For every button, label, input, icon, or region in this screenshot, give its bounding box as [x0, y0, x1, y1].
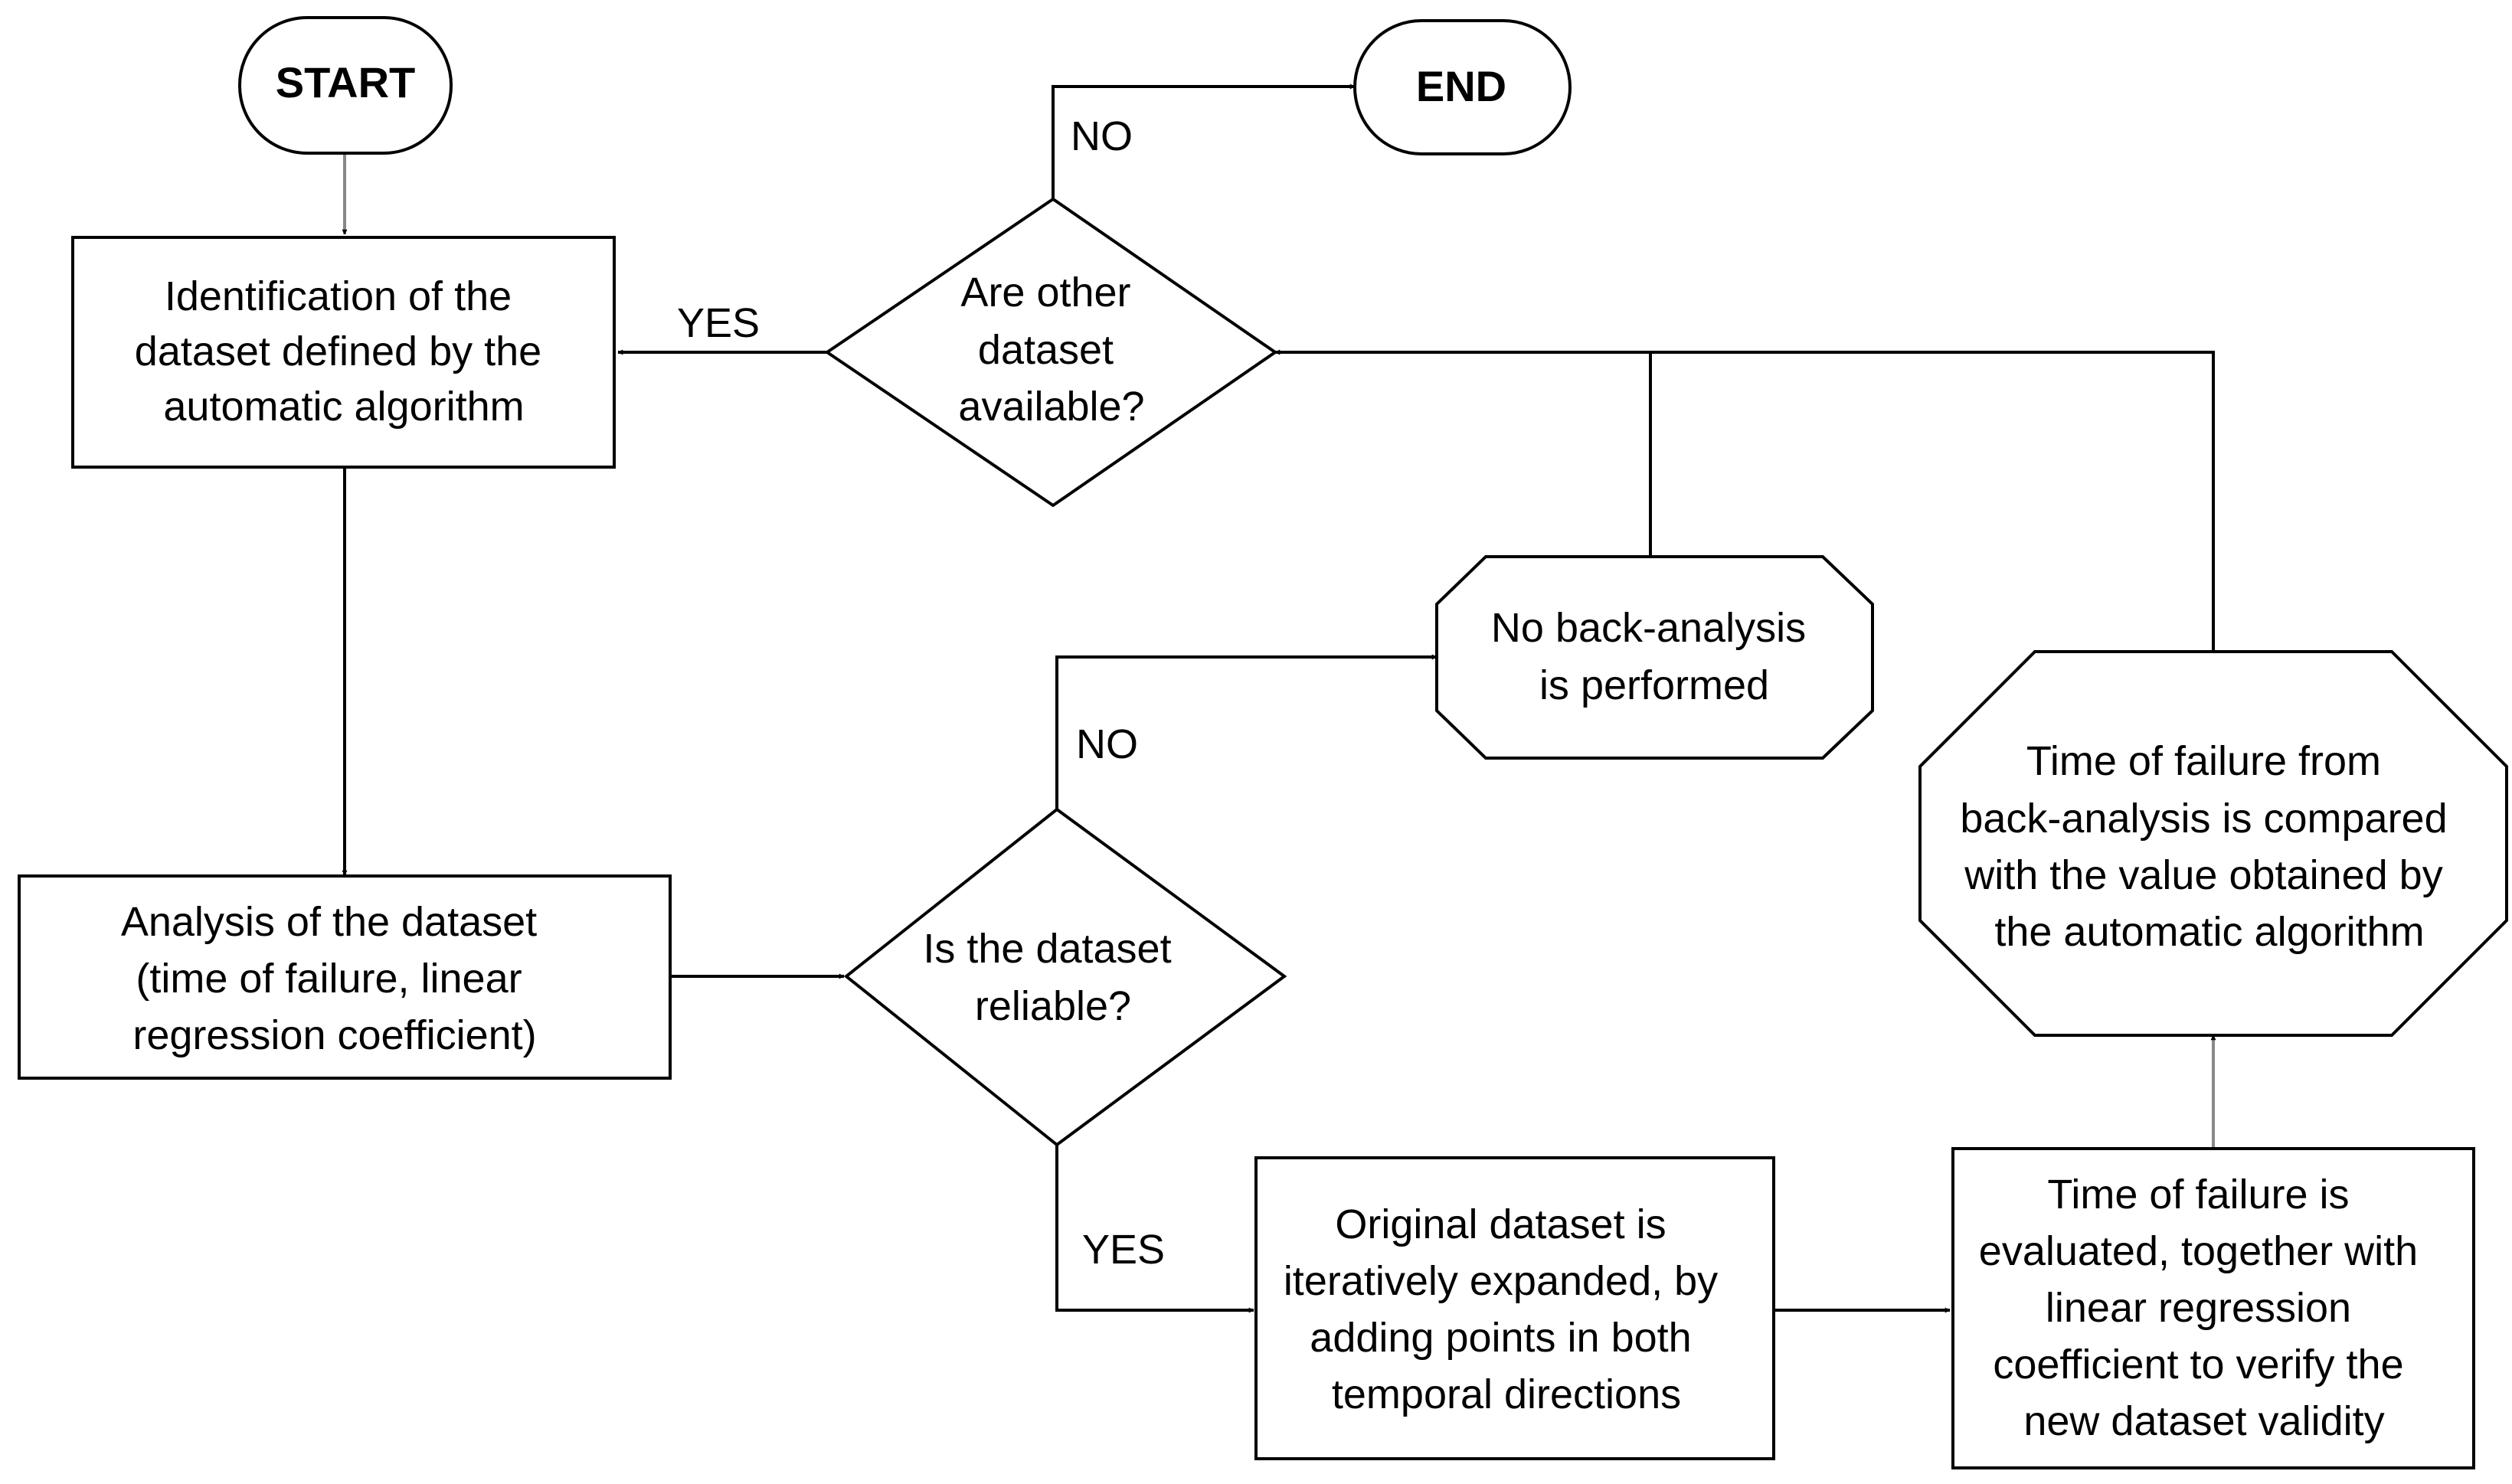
expanded-box — [1254, 1156, 1775, 1460]
evaluated-text: Time of failure is evaluated, together w… — [1979, 1172, 2429, 1444]
connector-compared-other-dataset — [1274, 349, 2215, 652]
label-yes-identification: YES — [677, 300, 760, 346]
no-back-analysis-text: No back-analysis is performed — [1491, 605, 1817, 708]
end-terminator — [1353, 19, 1572, 155]
expanded-text: Original dataset is iteratively expanded… — [1284, 1201, 1729, 1417]
time-compared-octagon — [1918, 650, 2508, 1037]
other-dataset-decision — [824, 197, 1278, 508]
identification-text: Identification of the dataset defined by… — [135, 273, 553, 430]
start-label: START — [276, 58, 416, 106]
connector-reliable-no-back-analysis — [1055, 654, 1438, 809]
analysis-text: Analysis of the dataset (time of failure… — [121, 899, 548, 1058]
reliable-text: Is the dataset reliable? — [923, 926, 1182, 1029]
time-compared-text: Time of failure from back-analysis is co… — [1960, 738, 2458, 955]
reliable-decision — [843, 807, 1287, 1147]
connector-other-dataset-end — [1052, 83, 1356, 199]
analysis-box — [18, 874, 672, 1080]
other-dataset-text: Are other dataset available? — [958, 270, 1144, 430]
no-back-analysis-octagon — [1435, 555, 1874, 760]
label-yes-expand: YES — [1082, 1227, 1165, 1273]
evaluated-box — [1951, 1147, 2475, 1469]
identification-box — [71, 236, 616, 469]
label-no-back: NO — [1076, 721, 1138, 767]
label-no-end: NO — [1071, 113, 1133, 159]
start-terminator — [238, 16, 453, 155]
connector-reliable-expanded — [1055, 1145, 1254, 1313]
end-label: END — [1416, 62, 1506, 110]
